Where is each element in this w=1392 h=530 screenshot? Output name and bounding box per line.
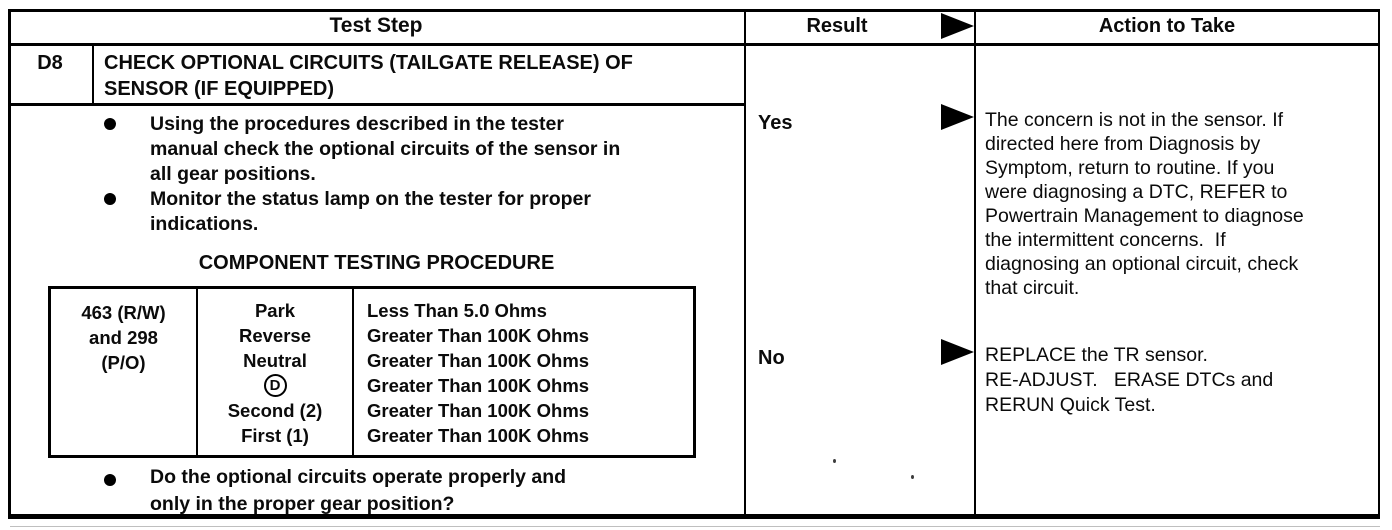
scan-edge-line: [10, 526, 1380, 527]
no-action-text: REPLACE the TR sensor. RE-ADJUST. ERASE …: [985, 344, 1274, 416]
step-title: CHECK OPTIONAL CIRCUITS (TAILGATE RELEAS…: [104, 52, 633, 100]
resistance-spec-column: Less Than 5.0 Ohms Greater Than 100K Ohm…: [354, 289, 693, 455]
yes-action-text: The concern is not in the sensor. If dir…: [985, 109, 1304, 299]
result-yes-label: Yes: [758, 112, 793, 134]
table-outer-border: [8, 9, 1380, 519]
header-row-divider: [8, 43, 1380, 46]
drive-circled-letter-icon: D: [263, 374, 287, 397]
yes-arrow-icon: [941, 104, 974, 130]
gear-position-column: Park Reverse Neutral D Second (2) First …: [198, 289, 354, 455]
action-column-divider: [974, 9, 976, 519]
component-testing-heading: COMPONENT TESTING PROCEDURE: [198, 252, 555, 274]
spec-row-neutral: Greater Than 100K Ohms: [367, 350, 590, 371]
bullet-icon: [104, 193, 116, 205]
gear-row-drive: D: [198, 373, 352, 398]
procedure-bullet-1: Using the procedures described in the te…: [150, 113, 621, 185]
step-id: D8: [37, 52, 63, 74]
no-arrow-icon: [941, 339, 974, 365]
bullet-icon: [104, 118, 116, 130]
circuit-cell: 463 (R/W) and 298 (P/O): [51, 289, 198, 455]
component-testing-table: 463 (R/W) and 298 (P/O) Park Reverse Neu…: [48, 286, 696, 458]
gear-row-park: Park: [254, 300, 296, 321]
step-title-row-divider: [8, 103, 746, 106]
scan-speck: [833, 459, 836, 463]
column-header-result: Result: [806, 15, 868, 37]
bullet-icon: [104, 474, 116, 486]
gear-row-reverse: Reverse: [238, 325, 311, 346]
spec-row-drive: Greater Than 100K Ohms: [367, 375, 590, 396]
gear-row-first: First (1): [241, 425, 309, 446]
step-question: Do the optional circuits operate properl…: [150, 466, 567, 515]
result-no-label: No: [758, 347, 785, 369]
procedure-bullet-2: Monitor the status lamp on the tester fo…: [150, 188, 591, 235]
result-header-arrow-icon: [941, 13, 974, 39]
result-column-divider: [744, 9, 746, 519]
gear-row-second: Second (2): [227, 400, 323, 421]
spec-row-second: Greater Than 100K Ohms: [367, 400, 590, 421]
spec-row-first: Greater Than 100K Ohms: [367, 425, 590, 446]
spec-row-reverse: Greater Than 100K Ohms: [367, 325, 590, 346]
column-header-action: Action to Take: [1098, 15, 1236, 37]
spec-row-park: Less Than 5.0 Ohms: [367, 300, 547, 321]
gear-row-neutral: Neutral: [243, 350, 307, 371]
scan-speck: [911, 475, 914, 479]
column-header-test-step: Test Step: [329, 14, 423, 37]
step-id-cell-divider: [92, 44, 94, 105]
